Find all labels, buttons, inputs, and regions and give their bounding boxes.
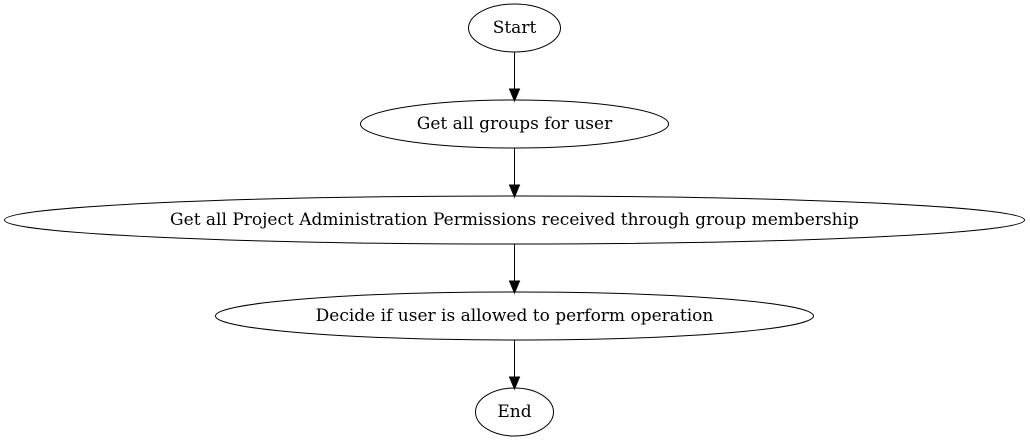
decide-node: Decide if user is allowed to perform ope… [215, 291, 814, 341]
flow-edge [508, 148, 521, 199]
start-node: Start [468, 3, 561, 53]
node-label: Decide if user is allowed to perform ope… [316, 306, 714, 326]
node-label: Get all Project Administration Permissio… [170, 210, 859, 230]
flow-edge [508, 52, 521, 103]
node-label: Get all groups for user [417, 114, 613, 134]
end-node: End [475, 387, 554, 437]
get-groups-node: Get all groups for user [360, 99, 669, 149]
node-label: Start [493, 18, 537, 38]
flow-edge [508, 340, 521, 391]
get-permissions-node: Get all Project Administration Permissio… [4, 195, 1025, 245]
node-label: End [497, 402, 531, 422]
flow-edge [508, 244, 521, 295]
